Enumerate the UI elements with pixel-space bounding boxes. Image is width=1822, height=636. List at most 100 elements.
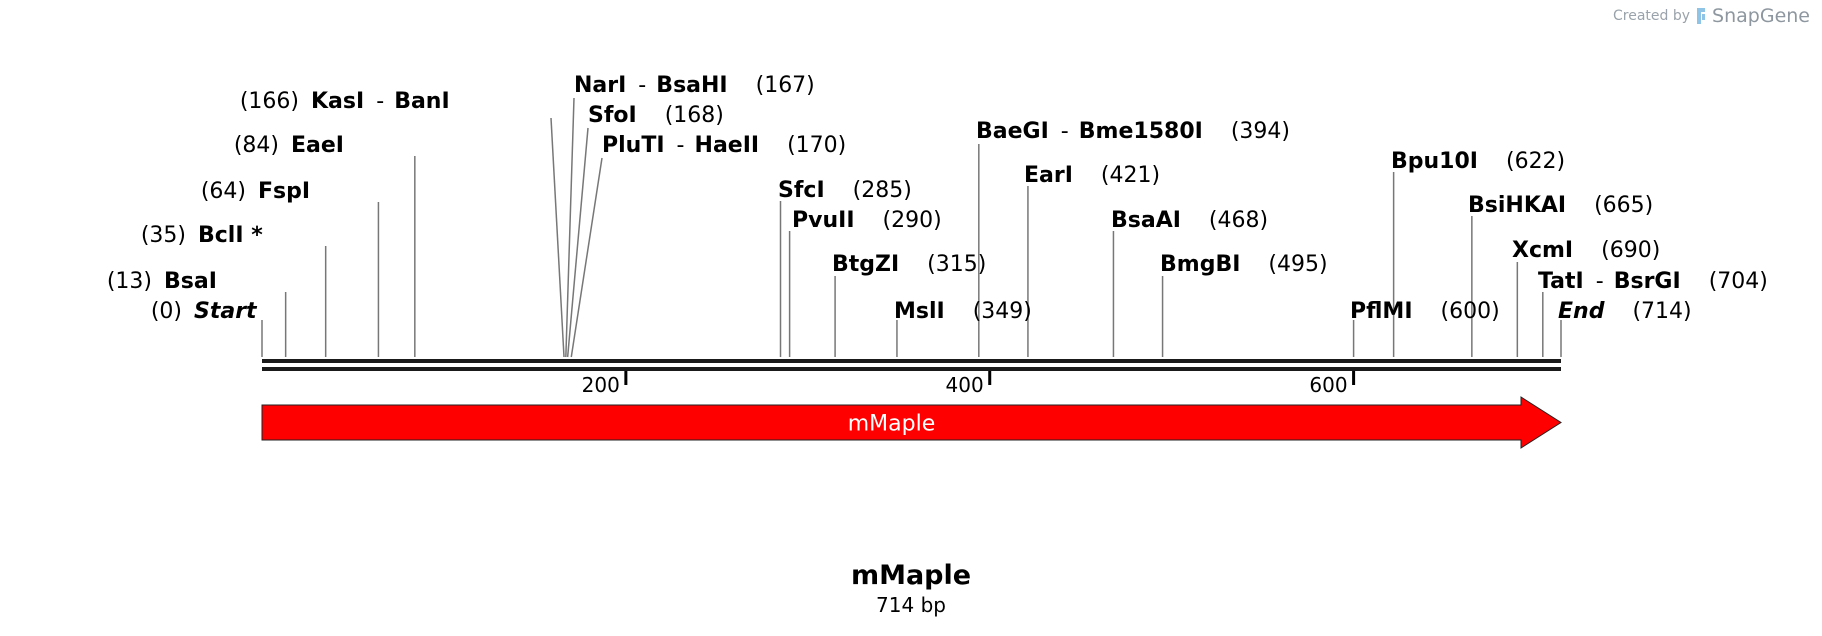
site-line-sfoi [566, 127, 589, 358]
site-label-fspi: (64) FspI [201, 179, 310, 204]
site-position: (421) [1101, 163, 1160, 188]
site-position: (468) [1209, 208, 1268, 233]
tick-label-400: 400 [946, 373, 984, 397]
site-label-bmgbi: BmgBI (495) [1160, 252, 1328, 277]
tick-mark-400 [988, 371, 992, 385]
site-enzyme-name: BsaI [164, 269, 217, 294]
site-position: (690) [1601, 238, 1660, 263]
site-label-bsaai: BsaAI (468) [1111, 208, 1268, 233]
site-position: (64) [201, 179, 246, 204]
feature-track: mMaple [261, 396, 1562, 449]
feature-label: mMaple [848, 412, 936, 437]
site-position: (84) [234, 133, 279, 158]
site-enzyme-name: Bpu10I [1391, 149, 1478, 174]
site-enzyme-name: BclI * [198, 223, 263, 248]
site-label-pflmi: PflMI (600) [1350, 299, 1500, 324]
site-position: (168) [665, 103, 724, 128]
snapgene-credit: Created by SnapGene [1613, 5, 1810, 27]
site-enzyme-name: SfcI [778, 178, 825, 203]
credit-brand: SnapGene [1712, 5, 1810, 27]
site-position: (285) [853, 178, 912, 203]
site-enzyme-name: BanI [394, 89, 449, 114]
site-name-separator: - [638, 73, 646, 98]
site-enzyme-name: XcmI [1512, 238, 1573, 263]
site-enzyme-name: PflMI [1350, 299, 1413, 324]
sequence-length: 714 bp [876, 593, 946, 617]
site-name-separator: - [1061, 119, 1069, 144]
ruler-ticks: 200 400 600 [582, 371, 1356, 397]
tick-mark-200 [624, 371, 628, 385]
site-label-bsihkai: BsiHKAI (665) [1468, 193, 1653, 218]
site-position: (622) [1506, 149, 1565, 174]
sequence-name: mMaple [851, 560, 971, 591]
site-enzyme-name: BsrGI [1614, 269, 1681, 294]
site-name-separator: - [1596, 269, 1604, 294]
site-enzyme-name: SfoI [588, 103, 637, 128]
site-line-nari [565, 97, 575, 358]
site-label-bcli: (35) BclI * [141, 223, 263, 248]
site-position: (13) [107, 269, 152, 294]
tick-label-600: 600 [1309, 373, 1347, 397]
site-label-end: End (714) [1558, 299, 1692, 324]
site-label-msli: MslI (349) [894, 299, 1032, 324]
site-position: (495) [1268, 252, 1327, 277]
site-position: (349) [973, 299, 1032, 324]
site-enzyme-name: BtgZI [832, 252, 899, 277]
site-enzyme-name: HaeII [695, 133, 760, 158]
tick-mark-600 [1352, 371, 1356, 385]
site-labels: (0) Start (13) BsaI (35) BclI * (64) FspI (84) Ea… [107, 73, 1768, 324]
site-label-pvuii: PvuII (290) [792, 208, 942, 233]
site-position: (315) [927, 252, 986, 277]
site-enzyme-name: BmgBI [1160, 252, 1240, 277]
site-label-btgzi: BtgZI (315) [832, 252, 986, 277]
feature-arrow-mmaple [261, 396, 1562, 449]
site-line-kasi [550, 117, 565, 358]
site-label-baegi: BaeGI-Bme1580I(394) [976, 119, 1290, 144]
site-name-separator: - [677, 133, 685, 158]
site-enzyme-name: MslI [894, 299, 945, 324]
site-position: (665) [1594, 193, 1653, 218]
site-label-eari: EarI (421) [1024, 163, 1160, 188]
site-enzyme-name: PluTI [602, 133, 665, 158]
site-position: (600) [1441, 299, 1500, 324]
site-position: (704) [1709, 269, 1768, 294]
site-enzyme-name: BaeGI [976, 119, 1049, 144]
site-enzyme-name: KasI [311, 89, 364, 114]
site-label-tati: TatI-BsrGI (704) [1538, 269, 1768, 294]
site-enzyme-name: BsaHI [656, 73, 727, 98]
site-enzyme-name: BsaAI [1111, 208, 1181, 233]
site-position: (290) [883, 208, 942, 233]
site-enzyme-name: BsiHKAI [1468, 193, 1566, 218]
site-position: (167) [756, 73, 815, 98]
site-enzyme-name: End [1558, 299, 1605, 324]
site-label-bsai: (13) BsaI [107, 269, 217, 294]
sequence-backbone [262, 359, 1561, 371]
site-position: (170) [787, 133, 846, 158]
site-label-nari: NarI-BsaHI (167) [574, 73, 815, 98]
site-lines [261, 97, 1562, 358]
credit-prefix: Created by [1613, 8, 1691, 24]
site-label-kasi: (166)KasI-BanI [240, 89, 450, 114]
site-position: (714) [1632, 299, 1691, 324]
site-enzyme-name: TatI [1538, 269, 1584, 294]
site-enzyme-name: FspI [258, 179, 310, 204]
site-line-pluti [570, 157, 603, 358]
site-label-sfci: SfcI (285) [778, 178, 912, 203]
site-position: (166) [240, 89, 299, 114]
site-position: (0) [151, 299, 182, 324]
site-label-xcmi: XcmI (690) [1512, 238, 1660, 263]
snapgene-logo-icon [1697, 8, 1706, 24]
site-position: (35) [141, 223, 186, 248]
backbone-strand-bottom [262, 367, 1561, 371]
site-enzyme-name: NarI [574, 73, 626, 98]
site-label-bpu10i: Bpu10I (622) [1391, 149, 1565, 174]
site-enzyme-name: Bme1580I [1079, 119, 1203, 144]
site-enzyme-name: EarI [1024, 163, 1073, 188]
site-enzyme-name: EaeI [291, 133, 344, 158]
backbone-strand-top [262, 359, 1561, 363]
site-enzyme-name: PvuII [792, 208, 855, 233]
tick-label-200: 200 [582, 373, 620, 397]
site-enzyme-name: Start [194, 299, 258, 324]
site-label-pluti: PluTI-HaeII (170) [602, 133, 846, 158]
